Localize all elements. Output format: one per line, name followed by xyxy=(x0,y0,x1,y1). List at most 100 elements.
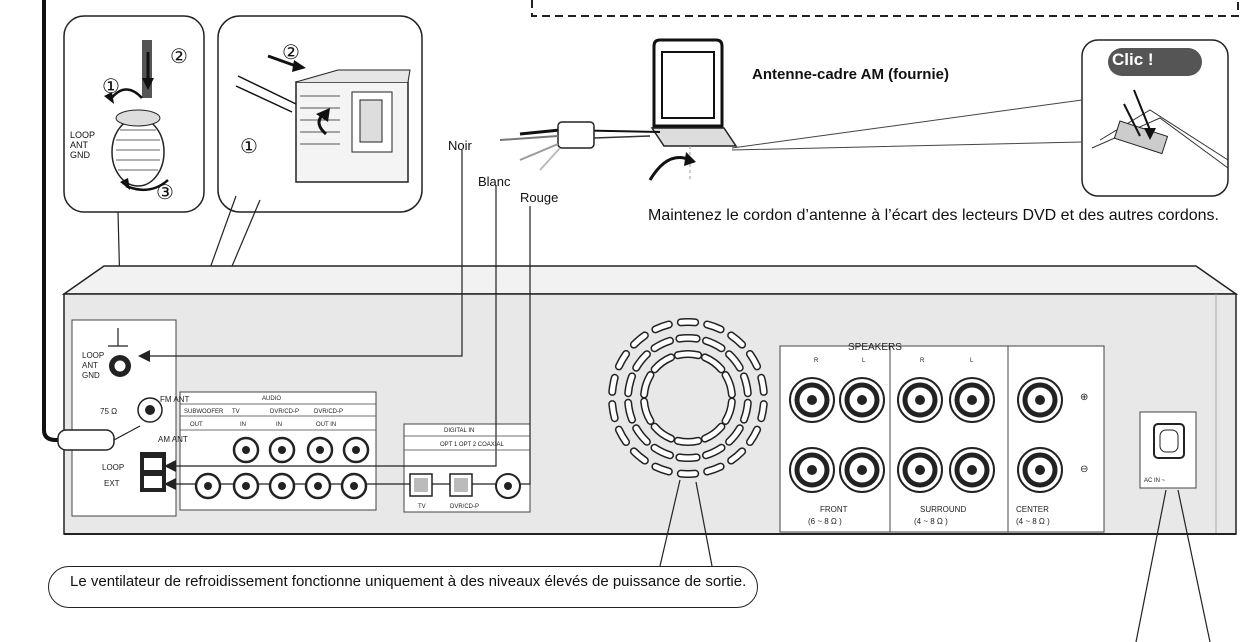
fan-slot-inner xyxy=(703,445,725,458)
red-wire-arrow xyxy=(164,478,176,490)
fan-slot-inner xyxy=(723,372,735,397)
wire-label-red: Rouge xyxy=(520,190,559,205)
surround-impedance: (4 ~ 8 Ω ) xyxy=(914,517,948,526)
speaker-binding-post xyxy=(1017,377,1063,423)
fan-slot-inner xyxy=(704,464,724,475)
fan-slot-inner xyxy=(625,373,635,396)
loop-label: LOOP xyxy=(82,351,104,360)
fan-slot-inner xyxy=(704,321,724,332)
cooling-fan-grille xyxy=(608,318,768,478)
audio-col-dvr: DVR/CD-P xyxy=(270,409,299,415)
fan-slot-inner xyxy=(728,332,745,348)
speaker-binding-post xyxy=(897,377,943,423)
loop-ant-gnd-terminal: LOOP ANT GND xyxy=(82,328,131,380)
front-impedance: (6 ~ 8 Ω ) xyxy=(808,517,842,526)
speaker-terminals xyxy=(789,377,1063,493)
step1-knob: ① xyxy=(102,76,120,98)
fan-slot-inner xyxy=(652,321,672,332)
antenna-note: Maintenez le cordon d’antenne à l’écart … xyxy=(648,207,1219,224)
fan-slot-inner xyxy=(616,351,629,369)
fan-slot-inner xyxy=(726,425,743,445)
fan-slot-inner xyxy=(633,425,650,445)
black-wire-run xyxy=(146,150,463,357)
fm-antenna-cable xyxy=(42,0,76,442)
fan-slot-inner xyxy=(609,401,618,421)
speaker-binding-post xyxy=(839,377,885,423)
rca-jack xyxy=(340,472,368,500)
ant-label: ANT xyxy=(82,361,98,370)
fan-slot-inner xyxy=(726,351,743,371)
digital-sub-dvr: DVR/CD-P xyxy=(450,504,479,510)
ac-inlet: AC IN ~ xyxy=(1144,423,1185,484)
speakers-section: SPEAKERS R L R L FRONT (6 ~ 8 Ω ) SURROU… xyxy=(779,342,1105,533)
fan-slot-inner xyxy=(652,424,674,442)
fan-slot-inner xyxy=(675,351,701,358)
minus-sign: ⊖ xyxy=(1080,464,1088,475)
fan-slot-inner xyxy=(741,400,751,423)
rca-jack xyxy=(268,472,296,500)
digital-in-label: DIGITAL IN xyxy=(444,428,474,434)
speaker-binding-post xyxy=(789,447,835,493)
step3-knob: ③ xyxy=(156,182,174,204)
step2-spring: ② xyxy=(282,42,300,64)
digital-sub-tv: TV xyxy=(418,504,426,510)
dashed-note-box xyxy=(531,0,1239,17)
wire-label-black: Noir xyxy=(448,138,472,153)
am-ant-label: AM ANT xyxy=(158,435,188,444)
rca-jack xyxy=(232,436,260,464)
center-impedance: (4 ~ 8 Ω ) xyxy=(1016,517,1050,526)
digital-in-section: DIGITAL IN OPT 1 OPT 2 COAXIAL TV DVR/CD… xyxy=(404,428,530,510)
speaker-mark-l2: L xyxy=(970,358,974,364)
rca-jack xyxy=(306,436,334,464)
wire-label-white: Blanc xyxy=(478,174,511,189)
step1-spring: ① xyxy=(240,136,258,158)
rca-jack xyxy=(232,472,260,500)
audio-jacks xyxy=(194,436,370,500)
fan-slot-inner xyxy=(652,354,674,372)
fan-slot-inner xyxy=(747,427,760,445)
fan-slot-inner xyxy=(641,399,653,424)
ext-terminal-label: EXT xyxy=(104,479,120,488)
antenna-wire-bundle xyxy=(499,121,661,171)
ac-in-label: AC IN ~ xyxy=(1144,478,1166,484)
fan-pointer xyxy=(659,479,713,567)
fan-slot-inner xyxy=(651,445,673,458)
speaker-mark-r1: R xyxy=(814,358,819,364)
speaker-binding-post xyxy=(839,447,885,493)
audio-row-outin: OUT IN xyxy=(316,422,336,428)
fan-slot-inner xyxy=(641,372,653,397)
white-wire-run xyxy=(172,186,497,467)
audio-row-in2: IN xyxy=(276,422,282,428)
fan-slot-inner xyxy=(758,401,767,421)
rca-jack xyxy=(194,472,222,500)
fan-slot-inner xyxy=(651,338,673,351)
click-label: Clic ! xyxy=(1112,50,1154,69)
fan-slot-inner xyxy=(625,400,635,423)
black-wire-arrow xyxy=(138,350,150,362)
fan-slot-inner xyxy=(728,448,745,464)
speaker-mark-r2: R xyxy=(920,358,925,364)
fan-slot-inner xyxy=(633,351,650,371)
fan-callout xyxy=(48,566,758,608)
fan-slot-inner xyxy=(616,427,629,445)
plus-sign: ⊕ xyxy=(1080,392,1088,403)
center-label: CENTER xyxy=(1016,505,1049,514)
audio-title: AUDIO xyxy=(262,396,281,402)
audio-row-out: OUT xyxy=(190,422,203,428)
step2-knob: ② xyxy=(170,46,188,68)
fm75-label: 75 Ω xyxy=(100,407,117,416)
speakers-label: SPEAKERS xyxy=(848,342,902,353)
fan-note: Le ventilateur de refroidissement foncti… xyxy=(70,573,747,590)
optical-label: OPT 1 OPT 2 COAXIAL xyxy=(440,442,504,448)
am-spring-terminal: AM ANT LOOP EXT xyxy=(102,435,188,492)
am-antenna-title: Antenne-cadre AM (fournie) xyxy=(752,66,949,83)
fan-slot-inner xyxy=(702,424,724,442)
fan-slot-inner xyxy=(747,351,760,369)
gnd-label: GND xyxy=(82,371,100,380)
rca-jack xyxy=(268,436,296,464)
inset-knob-terminal xyxy=(63,15,205,213)
audio-row-in: IN xyxy=(240,422,246,428)
fan-slot-inner xyxy=(702,354,724,372)
fan-slot-inner xyxy=(675,438,701,445)
